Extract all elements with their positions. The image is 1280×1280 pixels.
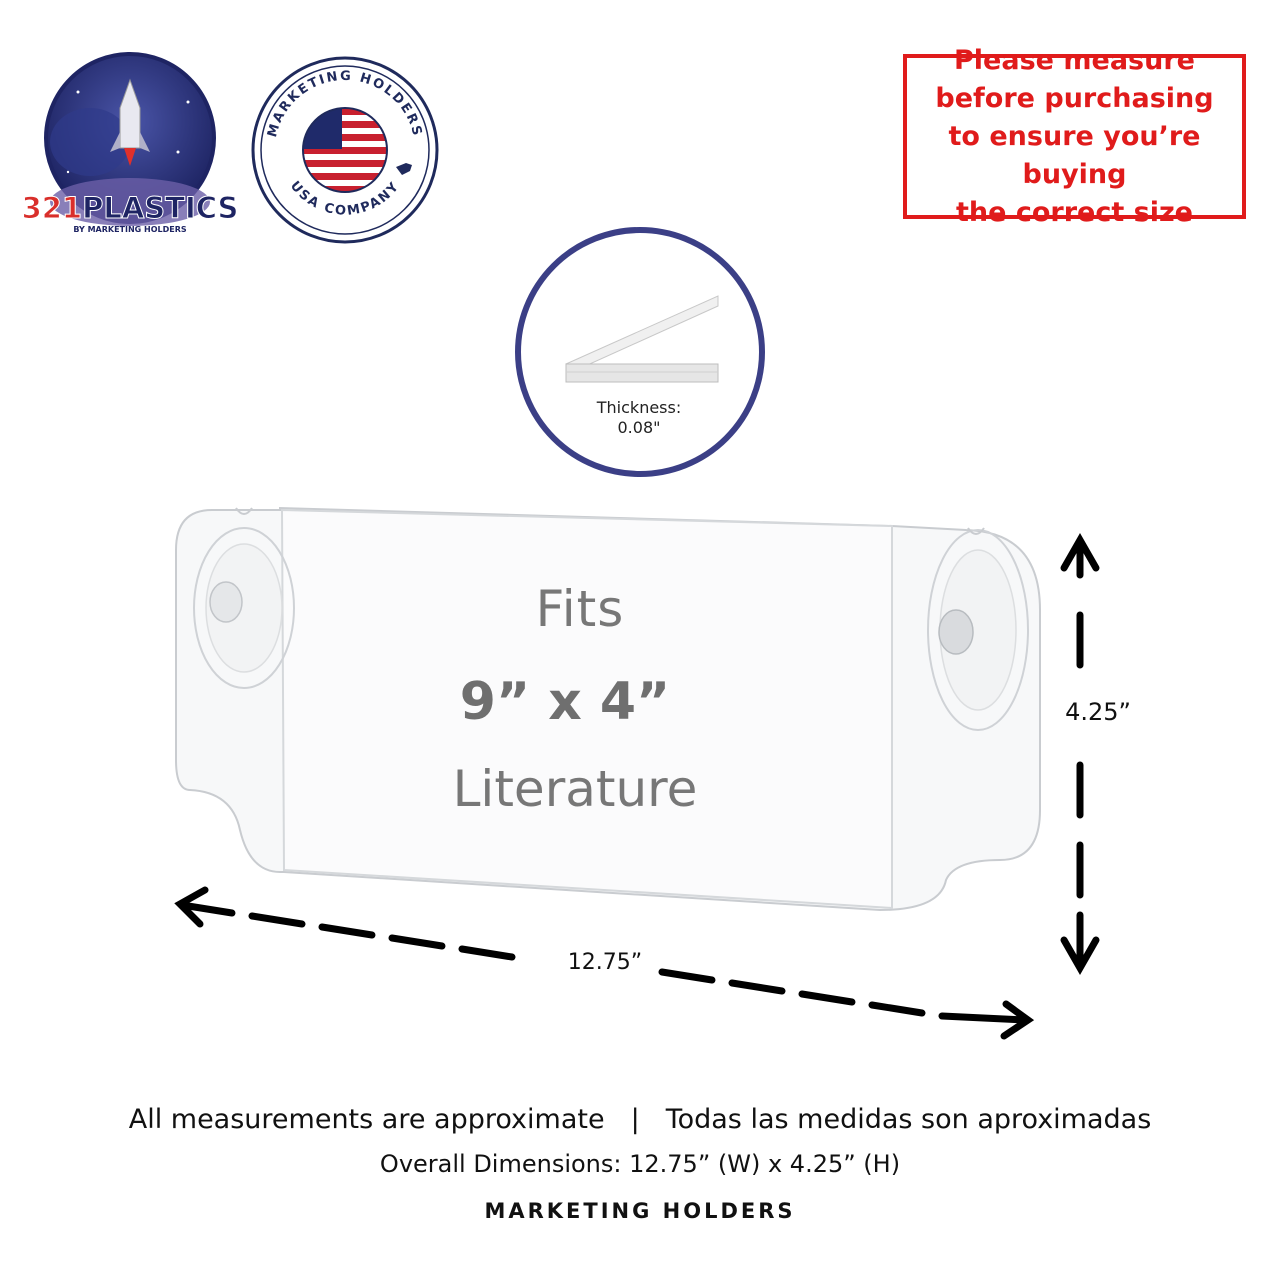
approximate-note-en: All measurements are approximate <box>128 1104 605 1135</box>
approximate-note: All measurements are approximate | Todas l… <box>0 1104 1280 1135</box>
width-dimension-label: 12.75” <box>555 950 655 975</box>
thickness-value: 0.08" <box>617 418 661 437</box>
svg-text:BY MARKETING HOLDERS: BY MARKETING HOLDERS <box>73 225 187 234</box>
brand-footer: MARKETING HOLDERS <box>484 1199 796 1223</box>
suction-cup-right-icon <box>927 527 1029 731</box>
note-separator: | <box>630 1104 640 1135</box>
us-flag-icon <box>303 108 387 192</box>
warning-line-1: Please measure <box>954 44 1195 76</box>
product-fits-label: Fits <box>535 580 625 638</box>
measure-warning-box: Please measure before purchasing to ensu… <box>903 45 1246 228</box>
approximate-note-es: Todas las medidas son aproximadas <box>665 1104 1152 1135</box>
product-literature-label: Literature <box>452 760 698 818</box>
thickness-detail-circle <box>515 227 765 477</box>
height-arrow-icon <box>1060 532 1100 976</box>
sign-holder-illustration <box>175 506 1041 912</box>
warning-line-4: the correct size <box>955 196 1193 228</box>
warning-line-2: before purchasing <box>935 82 1214 114</box>
warning-line-3: to ensure you’re buying <box>948 120 1201 190</box>
product-size-label: 9” x 4” <box>459 672 671 732</box>
thickness-label: Thickness: 0.08" <box>564 398 714 438</box>
321plastics-logo: 321PLASTICS BY MARKETING HOLDERS <box>21 52 239 234</box>
height-dimension-label: 4.25” <box>1048 698 1148 726</box>
marketing-holders-usa-badge: MARKETING HOLDERS USA COMPANY <box>251 56 439 244</box>
suction-cup-left-icon <box>193 507 295 689</box>
overall-dimensions: Overall Dimensions: 12.75” (W) x 4.25” (… <box>379 1150 901 1178</box>
thickness-title: Thickness: <box>596 398 682 417</box>
usa-map-icon <box>396 163 412 175</box>
svg-text:321PLASTICS: 321PLASTICS <box>22 191 239 225</box>
